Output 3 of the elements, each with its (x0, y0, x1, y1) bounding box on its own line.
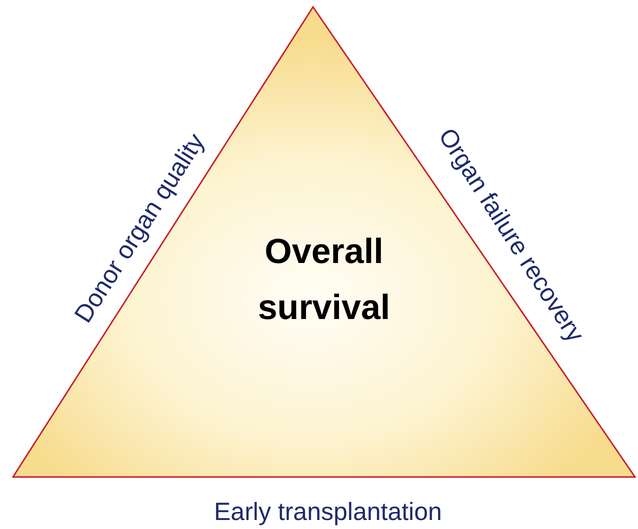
triangle-label: Overall survival (256, 231, 392, 329)
side-label: Early transplantation (214, 498, 442, 526)
triangle-shape (12, 6, 636, 478)
